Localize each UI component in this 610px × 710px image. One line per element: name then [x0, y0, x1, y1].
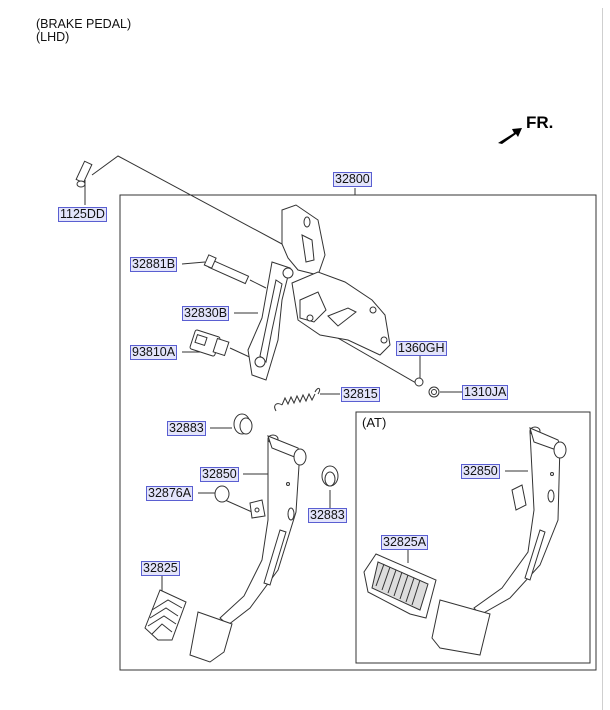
- diagram-subtitle: (LHD): [36, 30, 70, 44]
- part-label-32825a[interactable]: 32825A: [381, 535, 429, 550]
- part-label-1125dd[interactable]: 1125DD: [58, 207, 107, 222]
- page-edge-divider: [602, 8, 603, 710]
- front-arrow-icon: [498, 128, 522, 144]
- part-label-32800[interactable]: 32800: [333, 172, 372, 187]
- bushing-32883-right-drawing: [321, 465, 339, 487]
- part-label-32850[interactable]: 32850: [200, 467, 239, 482]
- part-label-93810a[interactable]: 93810A: [130, 345, 178, 360]
- brake-pedal-arm-drawing: [189, 434, 307, 663]
- part-label-32850-at[interactable]: 32850: [461, 464, 500, 479]
- bolt-1125dd-drawing: [75, 160, 93, 188]
- nut-1360gh-drawing: [414, 377, 424, 387]
- part-label-32876a[interactable]: 32876A: [146, 486, 194, 501]
- part-label-32881b[interactable]: 32881B: [130, 257, 178, 272]
- stop-lamp-switch-drawing: [189, 329, 230, 357]
- pedal-bracket-drawing: [247, 204, 391, 381]
- part-label-1310ja[interactable]: 1310JA: [462, 385, 509, 400]
- at-pedal-pad-32825a-drawing: [363, 553, 437, 619]
- part-label-32815[interactable]: 32815: [341, 387, 380, 402]
- at-subassembly-frame: [355, 411, 591, 664]
- assembly-frame: [119, 194, 597, 671]
- part-label-32883-right[interactable]: 32883: [308, 508, 347, 523]
- part-label-1360gh[interactable]: 1360GH: [396, 341, 447, 356]
- part-label-32830b[interactable]: 32830B: [182, 306, 230, 321]
- at-subassembly-label: (AT): [362, 415, 387, 430]
- return-spring-drawing: [274, 387, 321, 412]
- at-brake-pedal-arm-drawing: [431, 426, 567, 656]
- pedal-pad-32825-drawing: [144, 589, 187, 641]
- front-direction-label: FR.: [526, 113, 554, 132]
- part-label-32883-left[interactable]: 32883: [167, 421, 206, 436]
- part-label-32825[interactable]: 32825: [141, 561, 180, 576]
- diagram-title: (BRAKE PEDAL): [36, 17, 132, 31]
- bolt-32881b-drawing: [203, 254, 250, 285]
- stopper-32876a-drawing: [214, 485, 266, 519]
- bushing-32883-left-drawing: [233, 413, 253, 435]
